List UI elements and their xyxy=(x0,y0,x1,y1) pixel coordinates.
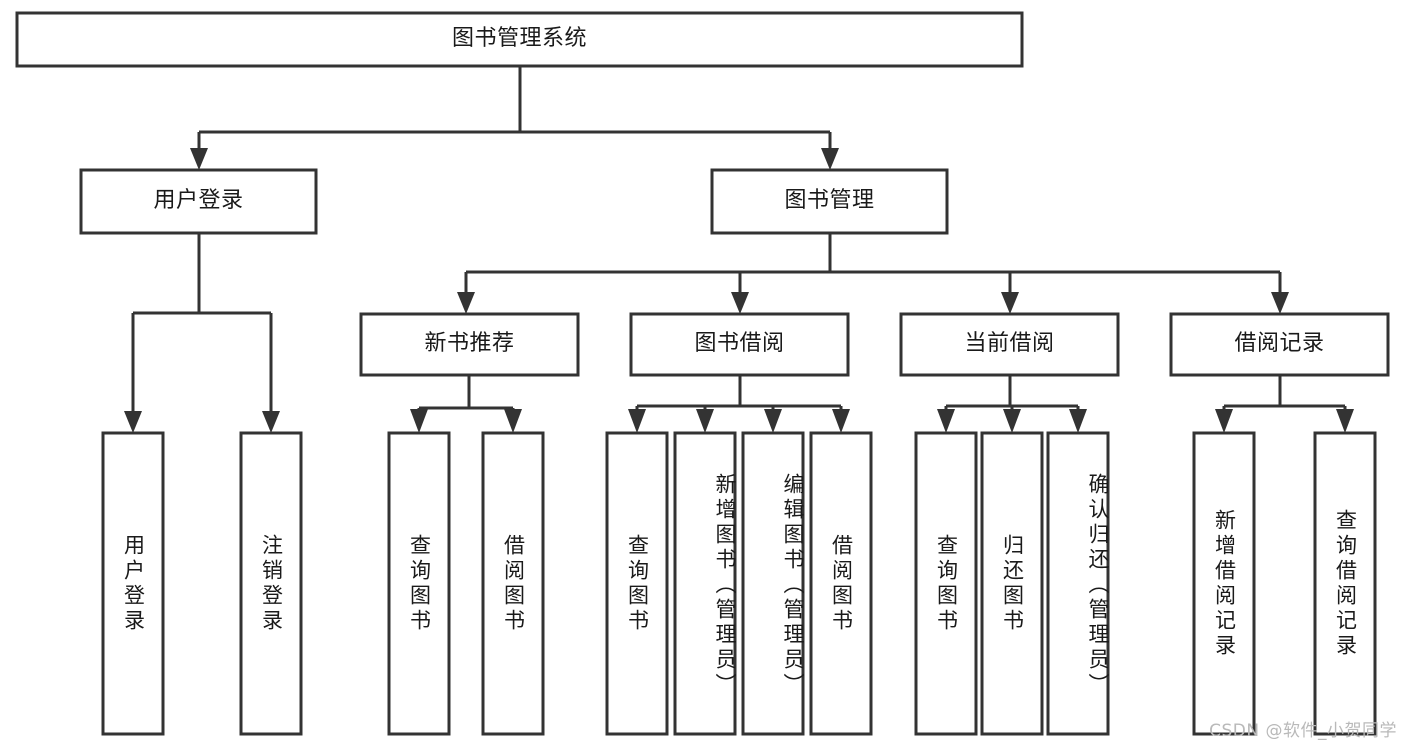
arrow-head-leaf-query-book-3 xyxy=(937,409,955,433)
node-box-leaf-query-book-3[interactable] xyxy=(914,431,978,736)
node-box-leaf-query-book-2[interactable] xyxy=(605,431,669,736)
arrow-head-leaf-query-book-1 xyxy=(410,409,428,433)
arrow-head-leaf-borrow-book-1 xyxy=(504,409,522,433)
node-box-user-login[interactable] xyxy=(79,168,318,235)
node-box-borrow-record[interactable] xyxy=(1169,312,1390,377)
node-box-leaf-borrow-book-1[interactable] xyxy=(481,431,545,736)
arrow-head-leaf-query-borrow-record xyxy=(1336,409,1354,433)
arrow-head-borrow-record xyxy=(1271,292,1289,314)
arrow-head-leaf-add-borrow-record xyxy=(1215,409,1233,433)
node-box-book-management[interactable] xyxy=(710,168,949,235)
node-box-leaf-query-borrow-record[interactable] xyxy=(1313,431,1377,736)
node-box-leaf-user-login[interactable] xyxy=(101,431,165,736)
node-box-root[interactable] xyxy=(15,11,1024,68)
arrow-head-user-login xyxy=(190,148,208,170)
arrow-head-new-book-recommend xyxy=(457,292,475,314)
node-box-leaf-add-borrow-record[interactable] xyxy=(1192,431,1256,736)
arrow-head-leaf-add-book xyxy=(696,409,714,433)
node-box-leaf-confirm-return[interactable] xyxy=(1046,431,1110,736)
arrow-head-book-management xyxy=(821,148,839,170)
arrow-head-leaf-query-book-2 xyxy=(628,409,646,433)
arrow-head-book-borrow xyxy=(731,292,749,314)
csdn-watermark: CSDN @软件_小贺同学 xyxy=(1209,721,1397,741)
arrow-head-current-borrow xyxy=(1001,292,1019,314)
arrow-head-leaf-borrow-book-2 xyxy=(832,409,850,433)
arrow-head-leaf-confirm-return xyxy=(1069,409,1087,433)
node-box-new-book-recommend[interactable] xyxy=(359,312,580,377)
arrow-head-leaf-user-login xyxy=(124,411,142,433)
node-box-current-borrow[interactable] xyxy=(899,312,1120,377)
node-box-leaf-borrow-book-2[interactable] xyxy=(809,431,873,736)
node-box-leaf-logout-login[interactable] xyxy=(239,431,303,736)
arrow-head-leaf-logout-login xyxy=(262,411,280,433)
arrow-head-leaf-edit-book xyxy=(764,409,782,433)
node-box-leaf-edit-book[interactable] xyxy=(741,431,805,736)
node-box-leaf-add-book[interactable] xyxy=(673,431,737,736)
node-box-book-borrow[interactable] xyxy=(629,312,850,377)
arrow-head-leaf-return-book xyxy=(1003,409,1021,433)
node-box-leaf-query-book-1[interactable] xyxy=(387,431,451,736)
node-box-leaf-return-book[interactable] xyxy=(980,431,1044,736)
